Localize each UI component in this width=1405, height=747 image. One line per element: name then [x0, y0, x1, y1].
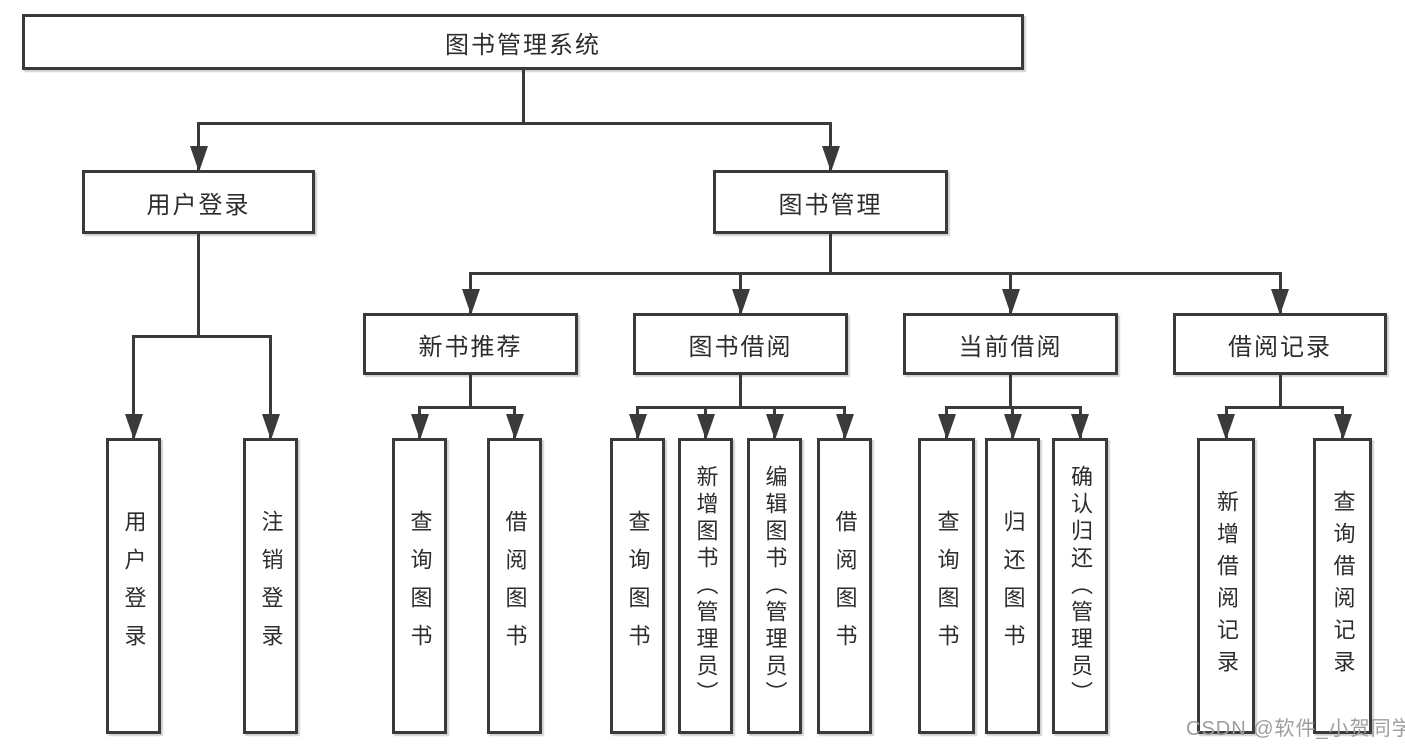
arrowhead-into-leaf-borrow-edit-book — [765, 414, 784, 440]
connector-user-login-stem — [197, 234, 200, 338]
arrowhead-into-leaf-borrow-query-book — [628, 414, 647, 440]
node-leaf-borrow-query-book: 查询图书 — [610, 438, 665, 734]
node-leaf-record-query: 查询借阅记录 — [1313, 438, 1372, 734]
arrowhead-into-borrowing-records — [1271, 289, 1289, 315]
node-leaf-current-query-book: 查询图书 — [918, 438, 975, 734]
connector-user-login-drop-leaf-user-login — [132, 335, 135, 438]
node-leaf-current-return-book: 归还图书 — [985, 438, 1040, 734]
arrowhead-into-leaf-current-return-book — [1003, 414, 1022, 440]
node-leaf-borrow-edit-book: 编辑图书（管理员） — [747, 438, 802, 734]
node-borrowing-records: 借阅记录 — [1173, 313, 1387, 375]
arrowhead-into-current-borrowing — [1001, 289, 1020, 315]
node-current-borrowing: 当前借阅 — [903, 313, 1118, 375]
arrowhead-into-book-management — [821, 146, 840, 172]
node-leaf-user-login: 用户登录 — [106, 438, 161, 734]
arrowhead-into-user-login-branch — [189, 146, 208, 172]
node-leaf-recommend-query-book: 查询图书 — [392, 438, 447, 734]
arrowhead-into-leaf-borrow-add-book — [696, 414, 715, 440]
arrowhead-into-leaf-user-login — [124, 414, 143, 440]
connector-borrowing-records-stem — [1278, 375, 1282, 409]
connector-root-stem — [521, 70, 525, 125]
connector-book-borrowing-rail — [636, 406, 846, 409]
node-user-login-branch: 用户登录 — [82, 170, 315, 234]
connector-book-management-stem — [829, 234, 832, 275]
arrowhead-into-book-borrowing — [731, 289, 750, 315]
connector-current-borrowing-stem — [1009, 375, 1012, 409]
node-leaf-record-add: 新增借阅记录 — [1197, 438, 1255, 734]
node-new-book-recommend: 新书推荐 — [363, 313, 578, 375]
arrowhead-into-leaf-recommend-borrow-book — [505, 414, 524, 440]
node-book-borrowing: 图书借阅 — [633, 313, 848, 375]
connector-user-login-rail — [132, 335, 272, 338]
connector-borrowing-records-rail — [1224, 406, 1344, 409]
node-leaf-borrow-add-book: 新增图书（管理员） — [678, 438, 733, 734]
node-book-management: 图书管理 — [713, 170, 948, 234]
arrowhead-into-leaf-record-add — [1217, 414, 1235, 440]
arrowhead-into-leaf-current-query-book — [937, 414, 956, 440]
node-leaf-borrow-borrow-book: 借阅图书 — [817, 438, 872, 734]
connector-root-rail — [197, 122, 832, 125]
node-leaf-logout-login: 注销登录 — [243, 438, 298, 734]
connector-new-book-stem — [469, 375, 472, 409]
arrowhead-into-leaf-current-confirm-return — [1071, 414, 1089, 440]
node-leaf-current-confirm-return: 确认归还（管理员） — [1052, 438, 1108, 734]
connector-new-book-rail — [418, 406, 516, 409]
node-library-system: 图书管理系统 — [22, 14, 1024, 70]
csdn-watermark: CSDN @软件_小贺同学 — [1186, 718, 1405, 740]
arrowhead-into-new-book-recommend — [461, 289, 480, 315]
arrowhead-into-leaf-logout-login — [261, 414, 280, 440]
arrowhead-into-leaf-record-query — [1333, 414, 1352, 440]
arrowhead-into-leaf-borrow-borrow-book — [835, 414, 854, 440]
node-leaf-recommend-borrow-book: 借阅图书 — [487, 438, 542, 734]
arrowhead-into-leaf-recommend-query-book — [410, 414, 429, 440]
connector-book-borrowing-stem — [739, 375, 742, 409]
connector-book-management-rail — [469, 272, 1282, 275]
connector-user-login-drop-leaf-logout-login — [269, 335, 272, 438]
